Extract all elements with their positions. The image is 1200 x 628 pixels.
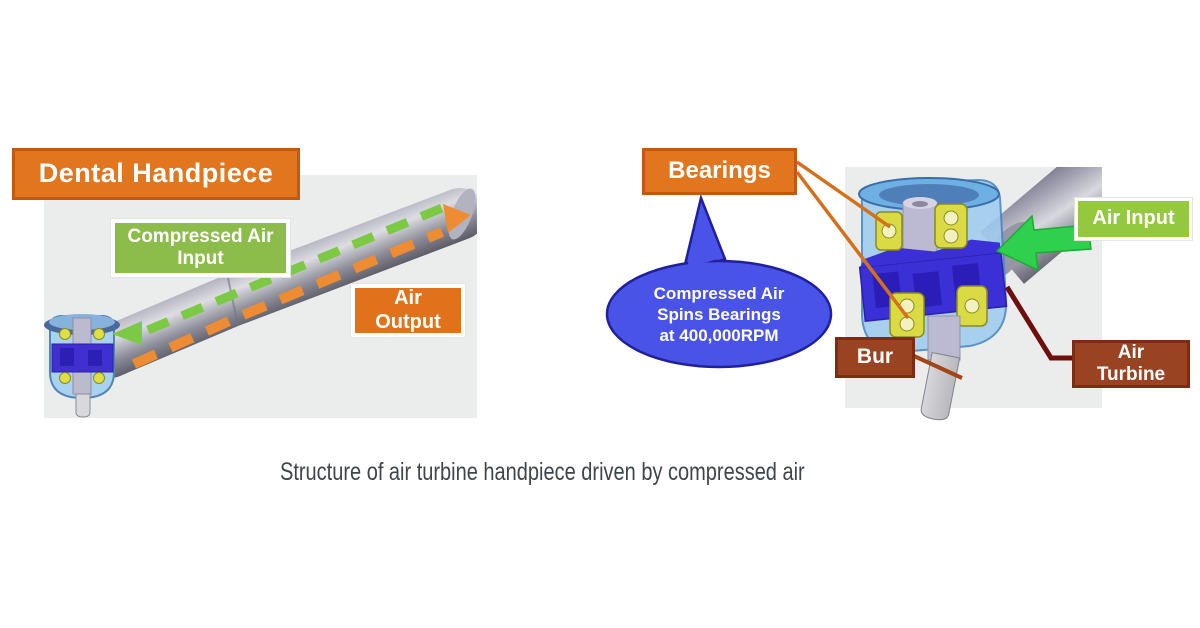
air-output-label: Air Output bbox=[351, 284, 465, 337]
air-input-label-text: Air Input bbox=[1092, 207, 1175, 230]
air-turbine-line2: Turbine bbox=[1096, 364, 1166, 385]
bearings-label: Bearings bbox=[642, 148, 797, 195]
bubble-line2: Spins Bearings bbox=[657, 305, 781, 324]
figure-caption: Structure of air turbine handpiece drive… bbox=[280, 458, 805, 486]
dental-handpiece-title-text: Dental Handpiece bbox=[38, 158, 274, 189]
speech-bubble-text: Compressed Air Spins Bearings at 400,000… bbox=[624, 283, 814, 346]
bearings-label-text: Bearings bbox=[668, 157, 771, 185]
bur-label: Bur bbox=[835, 337, 915, 378]
bur-label-text: Bur bbox=[856, 345, 894, 369]
air-turbine-line1: Air bbox=[1117, 341, 1145, 363]
compressed-air-input-line1: Compressed Air bbox=[127, 225, 274, 247]
air-input-label: Air Input bbox=[1075, 198, 1192, 240]
air-output-line1: Air bbox=[394, 286, 422, 309]
air-output-line2: Output bbox=[375, 310, 441, 333]
air-turbine-label: Air Turbine bbox=[1072, 340, 1190, 388]
compressed-air-input-line2: Input bbox=[177, 248, 224, 269]
compressed-air-input-label: Compressed Air Input bbox=[111, 219, 290, 277]
bubble-line3: at 400,000RPM bbox=[659, 326, 779, 345]
dental-handpiece-title: Dental Handpiece bbox=[12, 148, 300, 200]
bubble-line1: Compressed Air bbox=[653, 284, 785, 303]
